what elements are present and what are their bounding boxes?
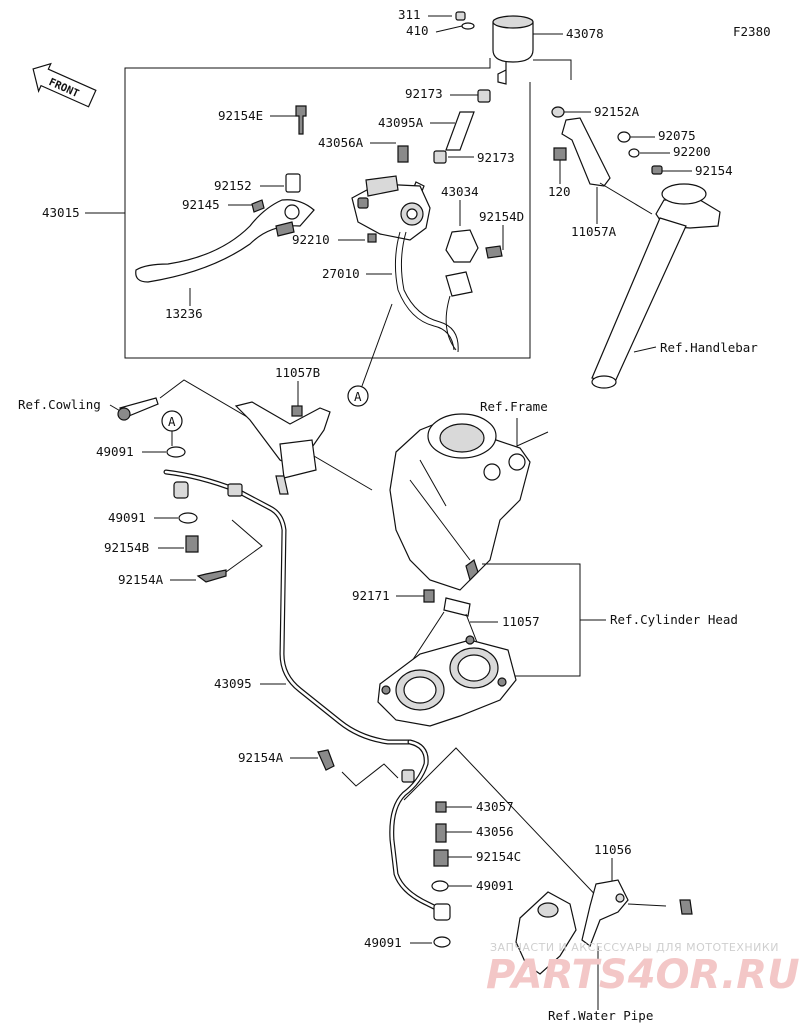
clamp-43034 (445, 229, 503, 263)
reservoir-43078 (455, 11, 534, 85)
watermark-logo: ЗАПЧАСТИ И АКСЕССУАРЫ ДЛЯ МОТОТЕХНИКИ PA… (486, 941, 800, 998)
label-92200: 92200 (673, 144, 711, 159)
washer-49091-b (178, 512, 198, 524)
label-92173-bottom: 92173 (477, 150, 515, 165)
ref-cowling: Ref.Cowling (18, 397, 101, 412)
label-92154: 92154 (695, 163, 733, 178)
washer-49091-a (166, 446, 186, 458)
label-43056: 43056 (476, 824, 514, 839)
label-311: 311 (398, 7, 421, 22)
bleeder-43056 (435, 823, 447, 843)
bolt-92154A-bottom (317, 749, 335, 771)
label-49091-a: 49091 (96, 444, 134, 459)
label-43056A: 43056A (318, 135, 364, 150)
label-92171: 92171 (352, 588, 390, 603)
label-92075: 92075 (658, 128, 696, 143)
label-49091-d: 49091 (364, 935, 402, 950)
label-92154B: 92154B (104, 540, 149, 555)
master-cylinder-body (351, 145, 431, 243)
label-92210: 92210 (292, 232, 330, 247)
bracket-11057B (234, 401, 331, 495)
label-43057: 43057 (476, 799, 514, 814)
label-92154A-top: 92154A (118, 572, 164, 587)
label-27010: 27010 (322, 266, 360, 281)
bolt-92154A-top (196, 569, 227, 583)
label-410: 410 (406, 23, 429, 38)
cylinder-head (377, 635, 517, 727)
ref-water-pipe: Ref.Water Pipe (548, 1008, 653, 1023)
lever-13236 (135, 199, 315, 283)
label-13236: 13236 (165, 306, 203, 321)
bracket-11056 (581, 879, 693, 947)
label-92152: 92152 (214, 178, 252, 193)
label-43095: 43095 (214, 676, 252, 691)
handlebar (591, 183, 721, 389)
washer-49091-d (433, 936, 451, 948)
label-43034: 43034 (441, 184, 479, 199)
nut-92171 (423, 589, 435, 603)
bolt-cowling (117, 397, 159, 421)
bolt-92154C (433, 849, 449, 867)
switch-27010 (394, 231, 473, 353)
bracket-11057A (551, 106, 663, 187)
callout-a-top: A (347, 385, 369, 407)
cap-43057 (435, 801, 447, 813)
label-92154C: 92154C (476, 849, 521, 864)
watermark-line1: ЗАПЧАСТИ И АКСЕССУАРЫ ДЛЯ МОТОТЕХНИКИ (490, 941, 779, 954)
ref-frame: Ref.Frame (480, 399, 548, 414)
callout-a-left-label: A (168, 414, 176, 429)
washer-49091-c (431, 880, 449, 892)
ref-handlebar: Ref.Handlebar (660, 340, 758, 355)
label-11057A: 11057A (571, 224, 617, 239)
frame-headstock (389, 413, 531, 591)
label-43078: 43078 (566, 26, 604, 41)
label-92154A-bottom: 92154A (238, 750, 284, 765)
label-92154D: 92154D (479, 209, 524, 224)
label-92152A: 92152A (594, 104, 640, 119)
bolt-92154B (185, 535, 199, 553)
pivot-bolt-92154E (251, 105, 307, 213)
label-49091-c: 49091 (476, 878, 514, 893)
diagram-code: F2380 (733, 24, 771, 39)
label-11057: 11057 (502, 614, 540, 629)
ref-cylinder-head: Ref.Cylinder Head (610, 612, 738, 627)
label-43095A: 43095A (378, 115, 424, 130)
label-11057B: 11057B (275, 365, 320, 380)
front-arrow: FRONT (32, 62, 97, 108)
label-92145: 92145 (182, 197, 220, 212)
label-92154E: 92154E (218, 108, 263, 123)
label-11056: 11056 (594, 842, 632, 857)
label-92173-top: 92173 (405, 86, 443, 101)
label-43015: 43015 (42, 205, 80, 220)
water-pipe (515, 891, 577, 975)
callout-a-left: A (161, 410, 183, 432)
callout-a-top-label: A (354, 389, 362, 404)
label-120: 120 (548, 184, 571, 199)
watermark-line2: PARTS4OR.RU (486, 952, 800, 998)
label-49091-b: 49091 (108, 510, 146, 525)
reservoir-hose-43095A (411, 89, 491, 197)
hose-43095 (163, 469, 451, 921)
bracket-11057 (443, 559, 479, 617)
